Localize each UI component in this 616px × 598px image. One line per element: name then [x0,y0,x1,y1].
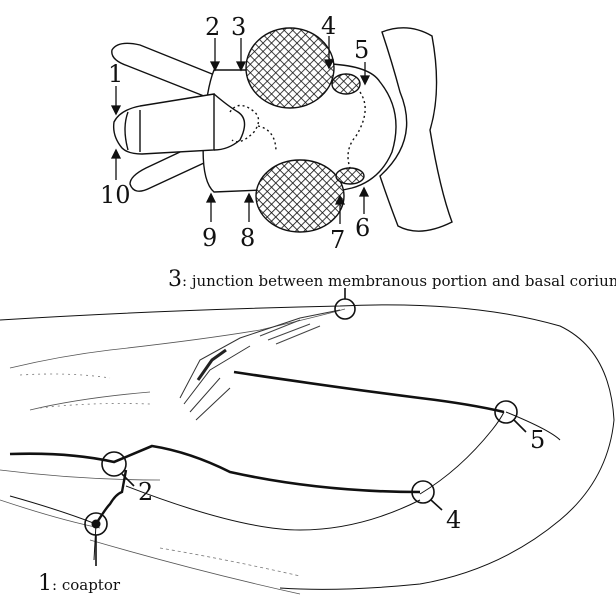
corium-shading [180,310,340,420]
ocellus-upper [332,74,360,94]
caption-3: 3: junction between membranous portion a… [168,267,616,292]
rostrum [114,94,214,154]
head-label-10: 10 [100,181,131,209]
caption-1-number: 1 [38,571,52,596]
head-label-7: 7 [330,226,345,254]
head-label-3: 3 [231,13,246,41]
vein-middle [10,446,420,492]
head-label-5: 5 [354,36,369,64]
head-label-4: 4 [321,12,336,40]
ocellus-lower [336,168,364,184]
compound-eye-lower [256,160,344,232]
vein-lower [96,470,126,524]
head-label-9: 9 [202,224,217,252]
wing-label-4: 4 [446,506,461,534]
wing-landmark-labels: 3: junction between membranous portion a… [38,267,616,596]
landmark-circle-2 [102,452,126,476]
wing-drawing [0,305,614,594]
wing-label-2: 2 [138,478,153,506]
head-label-1: 1 [108,60,123,88]
wing-label-5: 5 [530,426,545,454]
compound-eye-upper [246,28,334,108]
head-drawing [112,28,452,232]
caption-1: 1: coaptor [38,571,121,596]
head-label-6: 6 [355,214,370,242]
head-label-2: 2 [205,13,220,41]
caption-1-text: : coaptor [52,576,121,594]
caption-3-number: 3 [168,267,182,292]
wing-outer-margin [0,305,614,589]
head-label-8: 8 [240,224,255,252]
caption-3-text: : junction between membranous portion an… [182,272,616,290]
vein-upper [234,372,504,412]
